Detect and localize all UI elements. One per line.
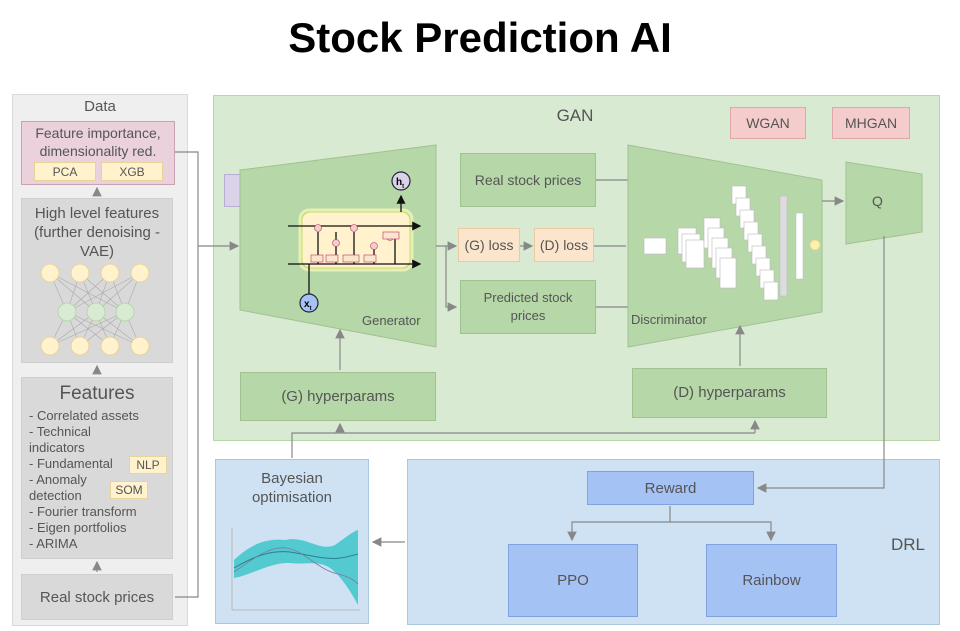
reward-box: Reward [587, 471, 754, 505]
q-to-reward-arrow [756, 236, 885, 493]
xgb-box: XGB [101, 162, 163, 181]
bayesian-plot [231, 528, 360, 611]
lstm-cell [288, 171, 422, 313]
nlp-box: NLP [129, 456, 167, 474]
drl-arrows [371, 506, 776, 547]
drl-heading: DRL [890, 535, 925, 554]
lstm-h-label: ht [396, 177, 404, 190]
features-list-item: - ARIMA [29, 536, 78, 551]
hyperparams-arrows [291, 324, 760, 458]
q-label: Q [872, 193, 883, 209]
discriminator-label: Discriminator [631, 312, 707, 327]
vae-nodes [40, 263, 150, 356]
g-hyperparams-box: (G) hyperparams [240, 372, 436, 421]
features-list-item: - Correlated assets [29, 408, 139, 423]
predicted-stock-prices-label: Predicted stock prices [483, 290, 573, 323]
real-stock-prices-gan-box: Real stock prices [460, 153, 596, 207]
real-stock-prices-label: Real stock prices [39, 588, 155, 606]
page-title: Stock Prediction AI [288, 14, 672, 61]
features-list-item: detection [29, 488, 82, 503]
high-level-features-label: High level features (further denoising -… [34, 205, 160, 260]
real-stock-prices-box: Real stock prices [21, 574, 173, 620]
feature-importance-label: Feature importance, dimensionality red. [35, 125, 161, 159]
real-stock-prices-gan-label: Real stock prices [474, 172, 582, 188]
features-list-item: - Fourier transform [29, 504, 137, 519]
pca-box: PCA [34, 162, 96, 181]
g-loss-box: (G) loss [458, 228, 520, 262]
features-list-item: - Fundamental [29, 456, 113, 471]
features-list-item: indicators [29, 440, 85, 455]
generator-output-arrows [436, 179, 661, 312]
som-box: SOM [110, 481, 148, 499]
data-heading: Data [84, 98, 116, 115]
generator-label: Generator [362, 313, 421, 328]
lstm-x-label: xt [304, 299, 312, 312]
predicted-stock-prices-box: Predicted stock prices [460, 280, 596, 334]
features-list-item: - Eigen portfolios [29, 520, 127, 535]
features-list-item: - Technical [29, 424, 91, 439]
q-shape [845, 161, 923, 245]
data-to-generator-arrows [175, 151, 240, 598]
discriminator-dense-layer [779, 195, 788, 297]
features-heading: Features [59, 383, 135, 404]
discriminator-output-layer [795, 212, 804, 280]
mhgan-box: MHGAN [832, 107, 910, 139]
ppo-box: PPO [508, 544, 638, 617]
wgan-box: WGAN [730, 107, 806, 139]
discriminator-output-node [809, 239, 821, 251]
d-hyperparams-box: (D) hyperparams [632, 368, 827, 418]
rainbow-box: Rainbow [706, 544, 837, 617]
gan-heading: GAN [556, 106, 594, 125]
bayesian-heading: Bayesian optimisation [251, 470, 333, 506]
discriminator-layers [643, 185, 779, 301]
d-loss-box: (D) loss [534, 228, 594, 262]
features-list-item: - Anomaly [29, 472, 87, 487]
